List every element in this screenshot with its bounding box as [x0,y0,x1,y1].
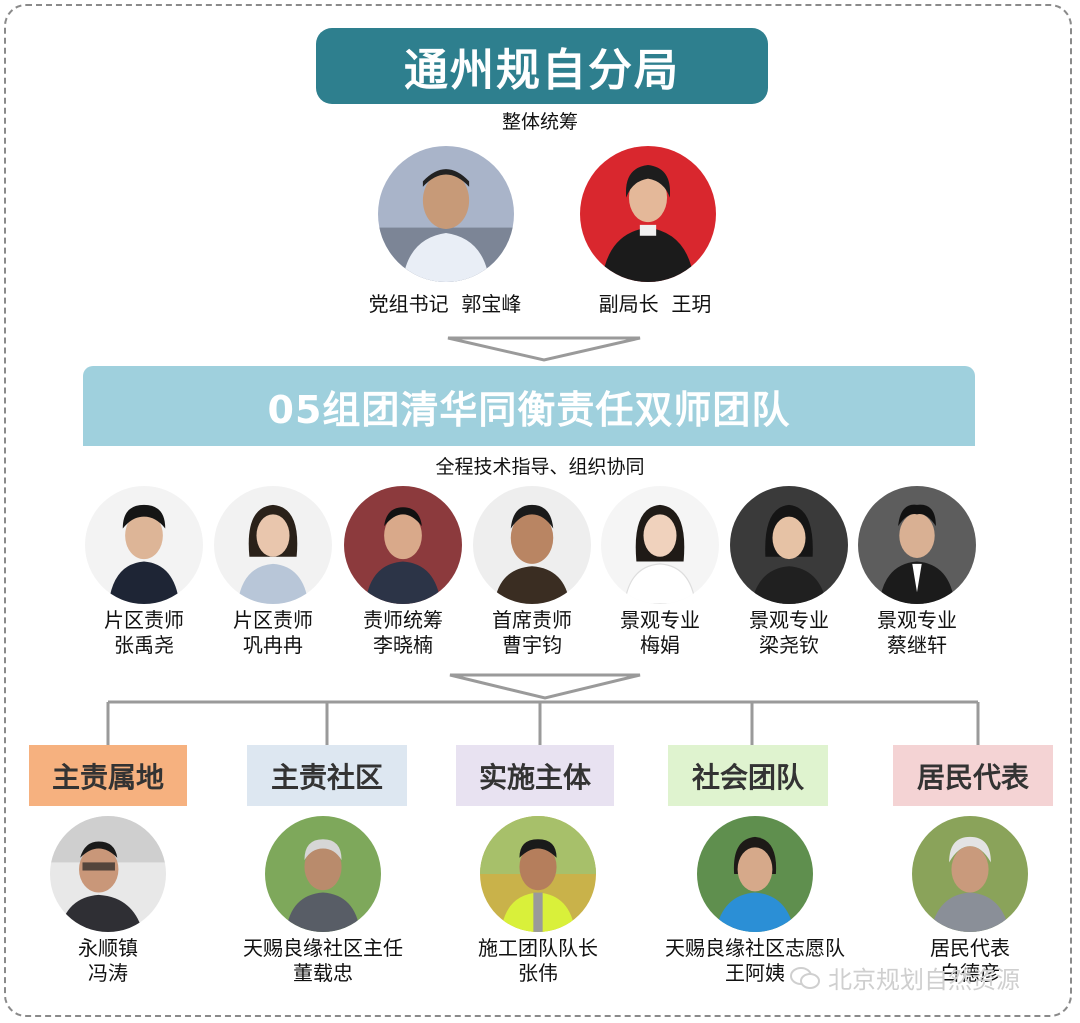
member-role: 首席责师 [492,608,572,632]
rep-label-3: 施工团队队长张伟 [438,936,638,986]
member-name: 梅娟 [640,633,680,657]
member-label-5: 景观专业梅娟 [600,608,720,658]
member-role: 片区责师 [104,608,184,632]
rep-photo-1 [50,816,166,932]
rep-photo-4 [697,816,813,932]
person-photo-icon [580,146,716,282]
down-arrow-icon [449,673,641,700]
rep-label-2: 天赐良缘社区主任董载忠 [213,936,433,986]
member-label-2: 片区责师巩冉冉 [213,608,333,658]
down-arrow-icon [447,336,641,362]
leader-photo-1 [378,146,514,282]
leader-role: 副局长 [598,292,659,316]
leader-photo-2 [580,146,716,282]
person-photo-icon [85,486,203,604]
category-box-1: 主责属地 [29,745,187,806]
member-photo-7 [858,486,976,604]
member-name: 张禹尧 [114,633,174,657]
rep-name: 冯涛 [88,961,128,985]
rep-label-4: 天赐良缘社区志愿队王阿姨 [640,936,870,986]
rep-photo-5 [912,816,1028,932]
team-caption: 全程技术指导、组织协同 [435,456,645,478]
member-name: 李晓楠 [373,633,433,657]
rep-photo-2 [265,816,381,932]
rep-role: 居民代表 [930,936,1010,960]
category-label: 社会团队 [691,760,804,794]
member-role: 景观专业 [749,608,829,632]
member-name: 曹宇钧 [502,633,562,657]
rep-name: 王阿姨 [725,961,785,985]
member-role: 景观专业 [877,608,957,632]
category-label: 居民代表 [916,760,1029,794]
diagram-frame [4,4,1072,1017]
person-photo-icon [344,486,462,604]
category-box-5: 居民代表 [893,745,1053,806]
leader-name: 王玥 [671,292,712,316]
person-photo-icon [473,486,591,604]
category-label: 主责属地 [51,760,164,794]
member-role: 景观专业 [620,608,700,632]
connector-tree [106,673,980,745]
person-photo-icon [50,816,166,932]
leader-label-2: 副局长 王玥 [565,292,745,317]
person-photo-icon [858,486,976,604]
rep-label-1: 永顺镇冯涛 [18,936,198,986]
member-label-7: 景观专业蔡继轩 [857,608,977,658]
rep-role: 天赐良缘社区主任 [243,936,403,960]
watermark-text: 北京规划自然资源 [828,966,1020,994]
member-label-3: 责师统筹李晓楠 [343,608,463,658]
member-name: 梁尧钦 [759,633,819,657]
member-photo-3 [344,486,462,604]
leader-label-1: 党组书记 郭宝峰 [340,292,550,317]
rep-name: 董载忠 [293,961,353,985]
category-label: 主责社区 [270,760,383,794]
rep-photo-3 [480,816,596,932]
person-photo-icon [601,486,719,604]
member-label-1: 片区责师张禹尧 [84,608,204,658]
member-name: 巩冉冉 [243,633,303,657]
bureau-title-banner: 通州规自分局 [316,28,768,104]
team-title-banner: 05组团清华同衡责任双师团队 [83,366,975,446]
person-photo-icon [265,816,381,932]
rep-role: 天赐良缘社区志愿队 [665,936,845,960]
person-photo-icon [912,816,1028,932]
rep-role: 永顺镇 [78,936,138,960]
person-photo-icon [378,146,514,282]
rep-name: 白德彦 [940,961,1000,985]
member-role: 片区责师 [233,608,313,632]
rep-role: 施工团队队长 [478,936,598,960]
member-photo-1 [85,486,203,604]
category-box-4: 社会团队 [668,745,828,806]
member-label-6: 景观专业梁尧钦 [729,608,849,658]
member-label-4: 首席责师曹宇钧 [472,608,592,658]
member-role: 责师统筹 [363,608,443,632]
bureau-title: 通州规自分局 [404,45,680,96]
category-box-2: 主责社区 [247,745,407,806]
bureau-caption: 整体统筹 [501,111,578,133]
wechat-icon [790,966,820,990]
member-photo-5 [601,486,719,604]
person-photo-icon [480,816,596,932]
member-name: 蔡继轩 [887,633,947,657]
person-photo-icon [697,816,813,932]
member-photo-4 [473,486,591,604]
category-label: 实施主体 [478,760,591,794]
category-box-3: 实施主体 [456,745,614,806]
rep-name: 张伟 [518,961,558,985]
watermark: 北京规划自然资源 [790,960,1020,995]
rep-label-5: 居民代表白德彦 [880,936,1060,986]
person-photo-icon [214,486,332,604]
member-photo-2 [214,486,332,604]
team-title: 05组团清华同衡责任双师团队 [267,387,791,432]
leader-name: 郭宝峰 [461,292,522,316]
member-photo-6 [730,486,848,604]
leader-role: 党组书记 [368,292,449,316]
person-photo-icon [730,486,848,604]
